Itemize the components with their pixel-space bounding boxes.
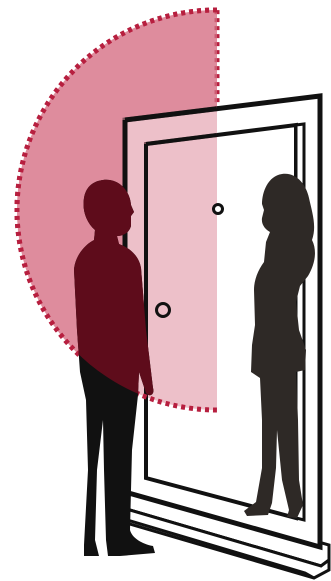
peephole-icon (214, 205, 223, 214)
